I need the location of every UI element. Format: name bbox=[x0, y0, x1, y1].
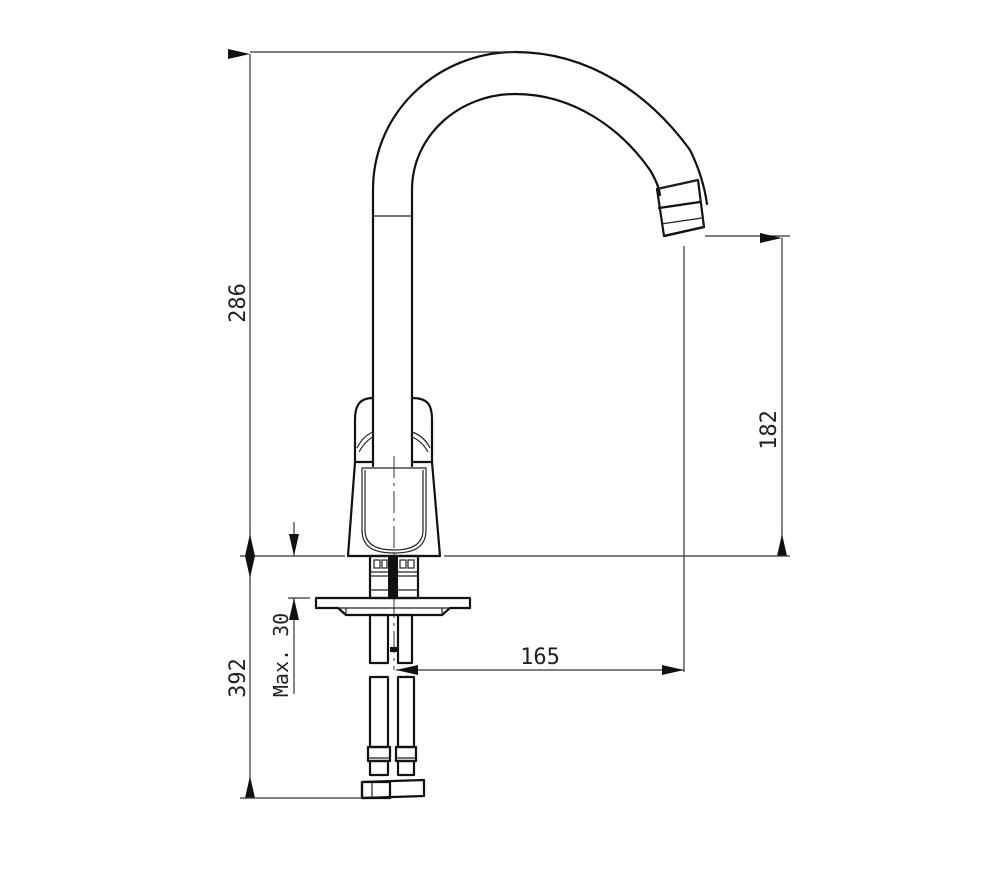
threaded-rods bbox=[368, 613, 414, 665]
mounting-shank bbox=[368, 554, 420, 600]
dimension-spout-height: 182 bbox=[444, 233, 790, 557]
faucet-spout bbox=[371, 50, 709, 468]
dimension-total-height: 286 bbox=[226, 49, 515, 557]
dimension-spout-reach: 165 bbox=[396, 246, 685, 675]
supply-hoses bbox=[360, 675, 426, 800]
dim-label-182: 182 bbox=[757, 410, 782, 450]
dim-label-165: 165 bbox=[520, 645, 560, 670]
faucet-handle bbox=[353, 396, 434, 464]
spout-aerator bbox=[655, 178, 706, 238]
dimension-hose-length: 392 bbox=[226, 556, 362, 799]
dim-label-286: 286 bbox=[226, 283, 251, 323]
dim-label-max30: Max. 30 bbox=[269, 613, 293, 697]
dimension-max-deck-thickness: Max. 30 bbox=[269, 522, 310, 697]
mounting-plate bbox=[314, 596, 472, 617]
dim-label-392: 392 bbox=[226, 658, 251, 698]
